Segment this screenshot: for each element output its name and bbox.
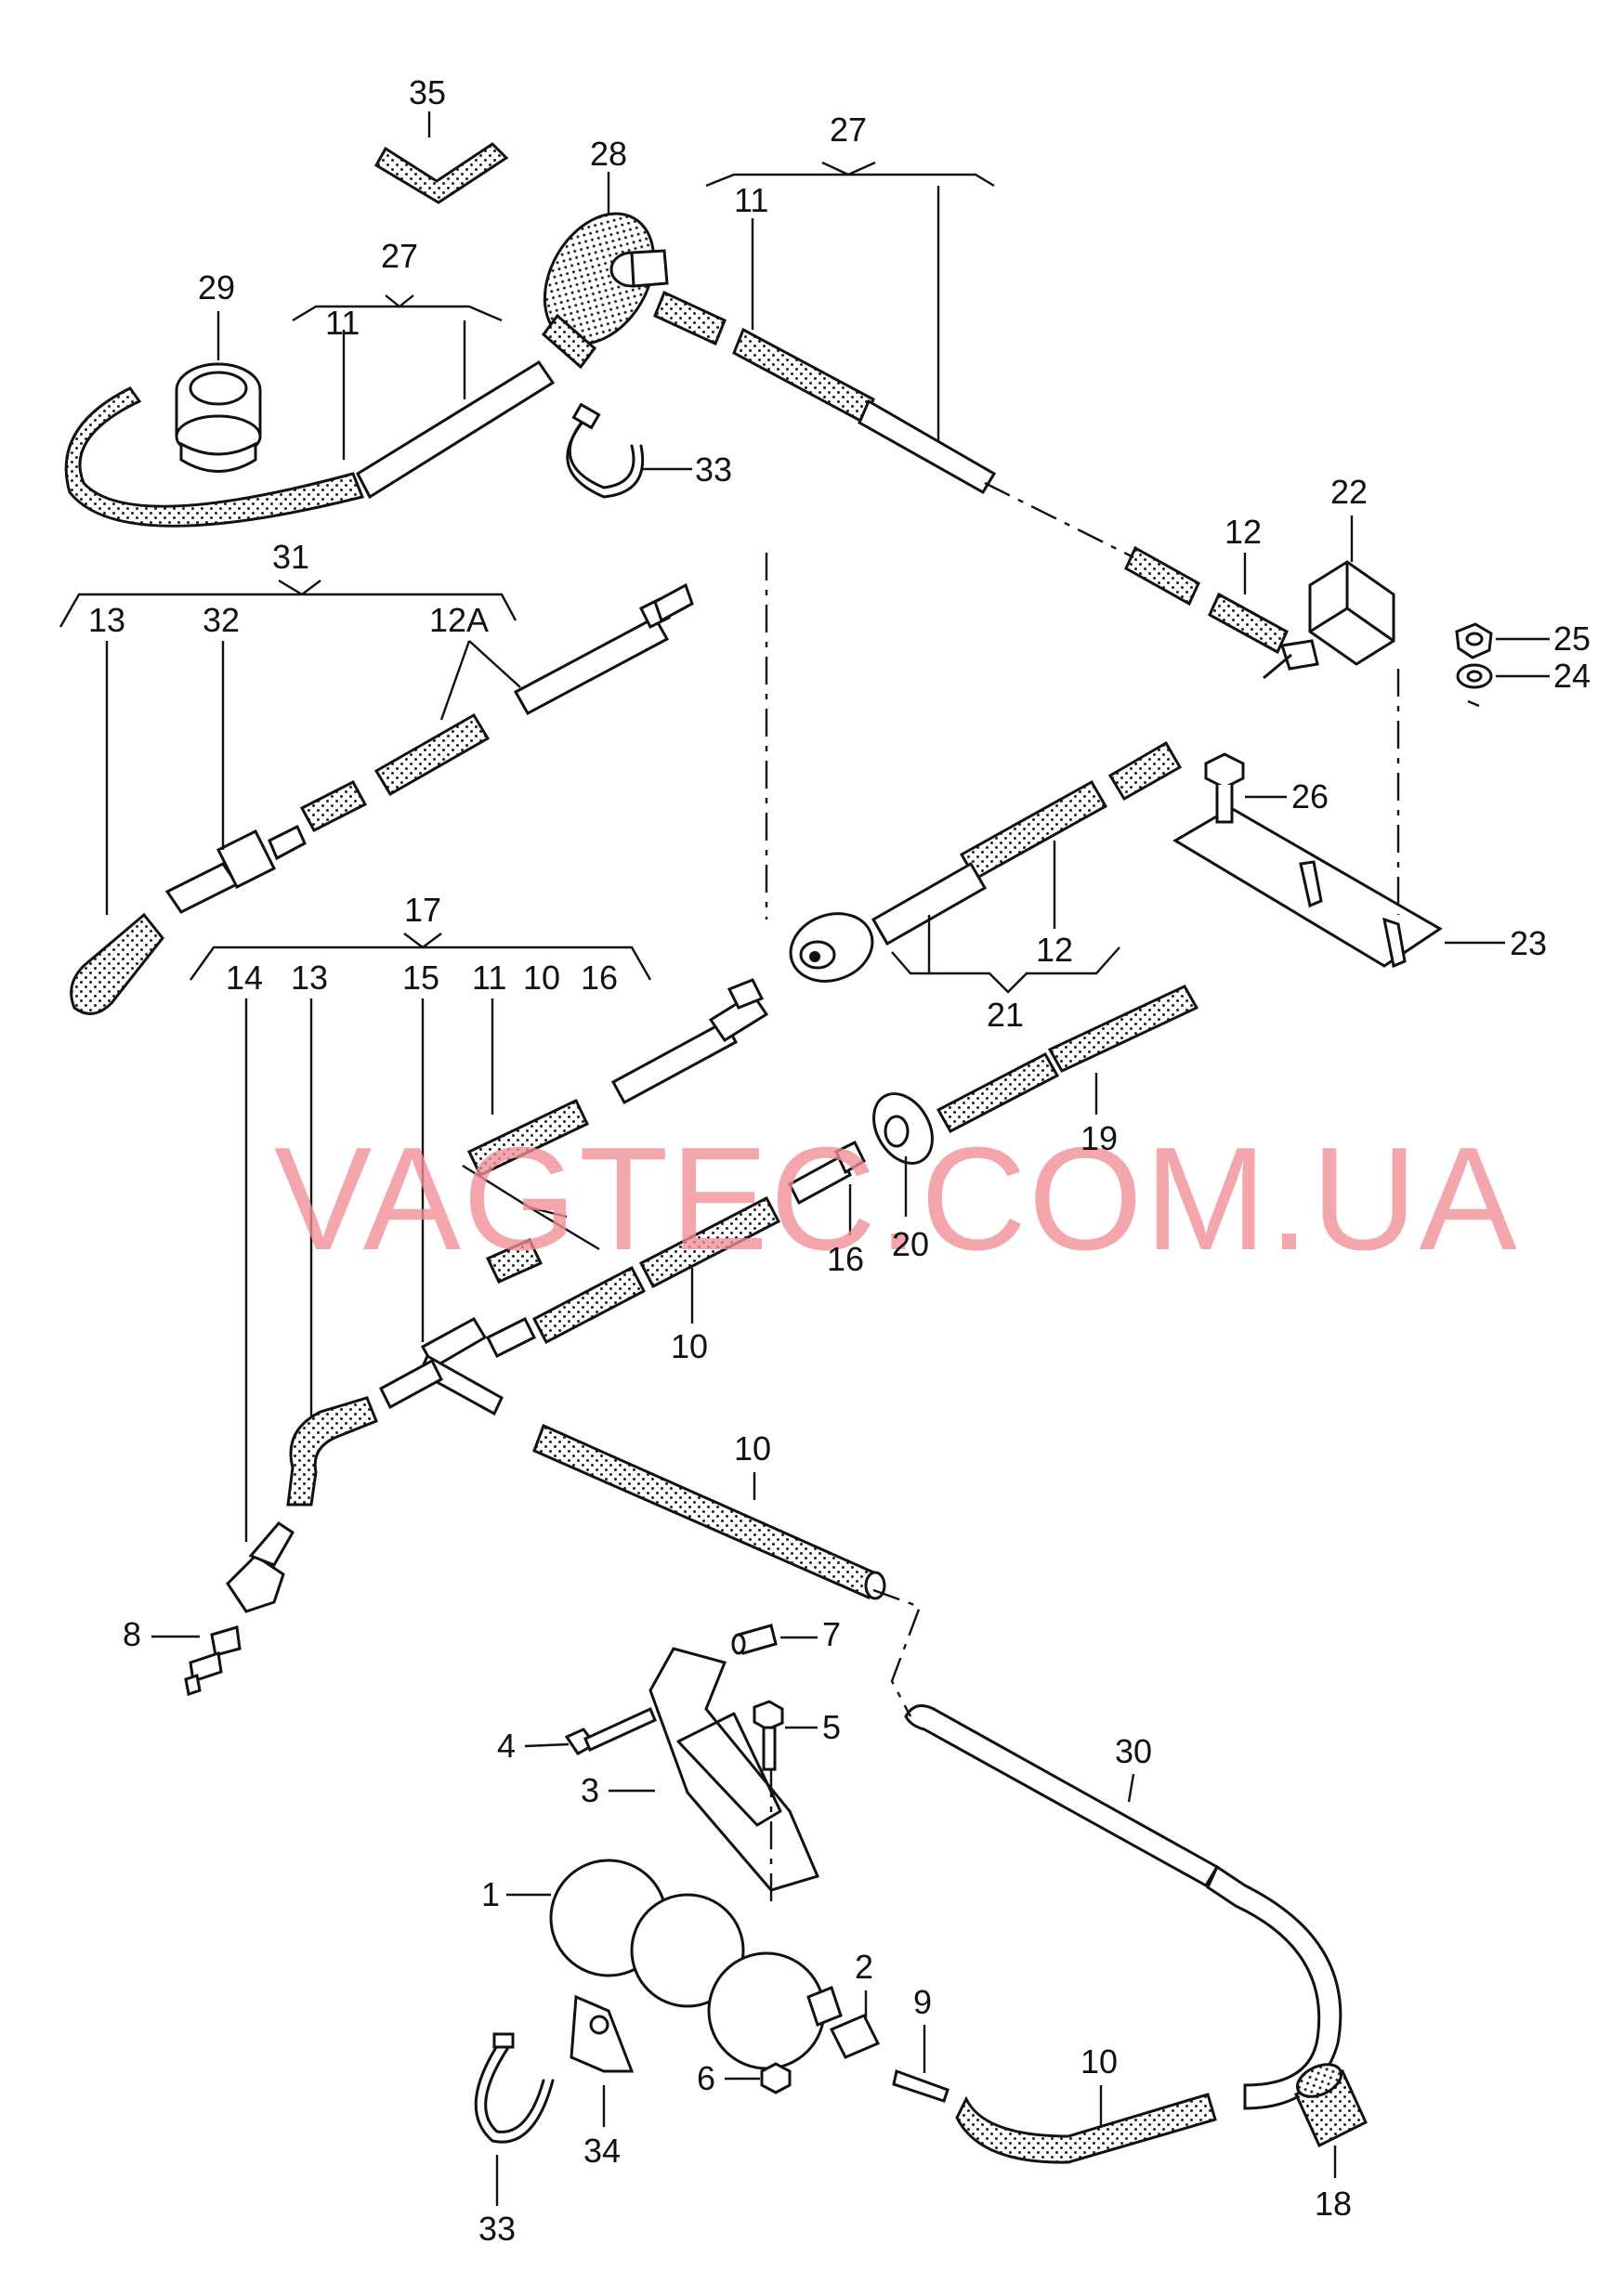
fitting-2	[829, 2014, 881, 2059]
hose-27-left	[64, 359, 556, 528]
label-24: 24	[1553, 657, 1591, 695]
label-2: 2	[855, 1948, 873, 1986]
vacuum-reservoir-29	[175, 362, 262, 473]
label-15: 15	[402, 959, 439, 997]
hose-27-right	[653, 290, 997, 495]
hose-17-assembly	[466, 978, 769, 1284]
label-28: 28	[590, 135, 627, 173]
label-4: 4	[497, 1727, 516, 1765]
label-16-top: 16	[581, 959, 618, 997]
label-9: 9	[913, 1983, 932, 2021]
t-piece-15	[379, 1316, 537, 1416]
label-11-left: 11	[325, 304, 360, 342]
label-25: 25	[1553, 620, 1591, 658]
label-33-bottom: 33	[478, 2210, 516, 2248]
label-10-middle: 10	[671, 1327, 708, 1365]
label-11-mid: 11	[472, 959, 506, 997]
label-14: 14	[226, 959, 263, 997]
sleeve-18	[1294, 2063, 1368, 2148]
label-16-bottom: 16	[827, 1240, 864, 1278]
label-22: 22	[1330, 473, 1368, 511]
label-30: 30	[1115, 1732, 1152, 1770]
label-10-bottom: 10	[1080, 2042, 1118, 2081]
label-11-top: 11	[734, 181, 768, 219]
hose-10-lower	[532, 1423, 886, 1600]
hose-10-bottom	[955, 2093, 1217, 2164]
label-6: 6	[697, 2059, 715, 2097]
label-19: 19	[1080, 1119, 1118, 1157]
label-13-top: 13	[88, 601, 125, 639]
label-33-top: 33	[695, 450, 732, 489]
hose-elbow-35	[373, 142, 509, 204]
connector-16	[788, 1140, 866, 1206]
screw-5	[753, 1700, 784, 1771]
dash-lines	[765, 481, 1400, 1909]
hose-13-bottom	[286, 1396, 378, 1507]
plug-7	[731, 1624, 778, 1655]
nut-6	[760, 2062, 792, 2094]
hose-10-middle	[531, 1195, 781, 1345]
connector-14	[226, 1521, 295, 1613]
label-7: 7	[822, 1615, 841, 1653]
hose-19	[936, 985, 1199, 1134]
valve-22	[1263, 560, 1395, 680]
sensor-8	[184, 1625, 242, 1696]
label-26: 26	[1291, 777, 1329, 815]
label-17: 17	[404, 891, 441, 929]
part-labels: 35 28 27 11 27 11 29 33 22 12 25 24 31 1…	[88, 73, 1591, 2248]
hose-12-middle	[871, 740, 1183, 946]
check-valve-32	[164, 824, 307, 914]
label-8: 8	[123, 1615, 141, 1653]
label-23: 23	[1510, 924, 1547, 962]
washer-24	[1456, 663, 1493, 689]
hose-12-top	[1124, 545, 1289, 655]
grommet-21	[789, 912, 874, 983]
label-10-top: 10	[523, 959, 560, 997]
label-12-middle: 12	[1036, 931, 1073, 969]
hose-clamp-33-bottom	[474, 2032, 555, 2144]
fitting-9	[892, 2069, 950, 2103]
label-12A: 12A	[429, 601, 489, 639]
label-21: 21	[987, 996, 1024, 1034]
screw-4	[564, 1706, 657, 1755]
grommet-20	[872, 1092, 934, 1165]
label-29: 29	[198, 268, 235, 307]
label-34: 34	[583, 2132, 621, 2170]
label-5: 5	[822, 1708, 841, 1746]
label-27-top: 27	[830, 111, 867, 149]
nut-25	[1455, 622, 1493, 659]
label-10-lower: 10	[734, 1429, 771, 1468]
bracket-23	[1172, 806, 1443, 969]
label-27-left: 27	[381, 237, 418, 275]
label-1: 1	[481, 1875, 500, 1913]
label-3: 3	[581, 1771, 599, 1809]
hose-clamp-33-top	[566, 402, 645, 499]
diaphragm-valve-28	[541, 212, 669, 370]
bolt-26	[1204, 752, 1245, 824]
hose-12A-assembly	[299, 582, 694, 833]
label-35: 35	[409, 73, 446, 111]
label-12-top: 12	[1225, 513, 1262, 551]
label-18: 18	[1315, 2185, 1352, 2223]
hose-13-top	[70, 912, 164, 1015]
leader-lines	[59, 111, 1550, 2206]
label-13-mid: 13	[291, 959, 328, 997]
hose-30	[904, 1703, 1342, 2110]
label-31: 31	[272, 538, 309, 576]
bracket-34	[570, 1994, 635, 2073]
label-20: 20	[892, 1225, 929, 1263]
bracket-3	[648, 1647, 820, 1892]
label-32: 32	[203, 601, 240, 639]
watermark: VAGTEC.COM.UA	[274, 1117, 1519, 1281]
